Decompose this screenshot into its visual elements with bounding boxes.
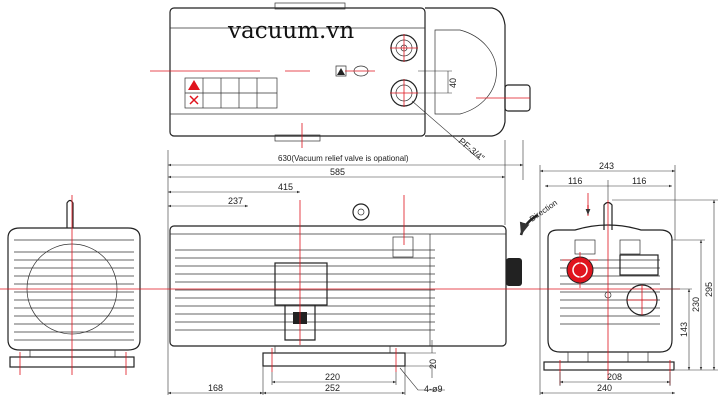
base-plate [262, 352, 406, 367]
dim-116-right: 116 [632, 176, 646, 186]
dim-220: 220 [325, 372, 340, 382]
dim-208: 208 [607, 372, 622, 382]
dim-252: 252 [325, 383, 340, 393]
port-thread-label: PF-3/4" [457, 136, 487, 163]
dim-230: 230 [691, 297, 701, 312]
prohibited-icon [189, 95, 199, 105]
terminal-box [274, 262, 328, 306]
dim-168: 168 [208, 383, 223, 393]
holes-label: 4-ø9 [424, 384, 443, 394]
dim-415: 415 [278, 182, 293, 192]
end-grille [560, 259, 660, 325]
dim-237: 237 [228, 196, 243, 206]
dim-143: 143 [679, 322, 689, 337]
nameplate [619, 254, 659, 276]
dim-116-left: 116 [568, 176, 582, 186]
rotation-arrow-icon [519, 213, 539, 236]
top-view: vacuum.vn 40 PF-3/4" 630(Vacuum relief v… [150, 2, 531, 167]
side-view: 585 415 237 20 220 252 168 4-ø9 [150, 140, 530, 395]
dim-20: 20 [428, 359, 438, 369]
left-end-view [0, 195, 150, 375]
warning-labels [184, 77, 278, 109]
dim-40: 40 [448, 78, 458, 88]
arrow-label-icon [335, 65, 347, 77]
right-end-view: 243 116 116 Direction 208 240 143 230 29… [519, 161, 718, 395]
warning-icon [188, 80, 200, 90]
fan-cover-grille [14, 251, 134, 333]
relief-valve-side [352, 203, 370, 221]
watermark-text: vacuum.vn [227, 18, 354, 44]
dim-630: 630(Vacuum relief valve is opational) [278, 154, 409, 163]
dim-243: 243 [599, 161, 614, 171]
dim-585: 585 [330, 167, 345, 177]
dim-295: 295 [704, 282, 714, 297]
dim-240: 240 [597, 383, 612, 393]
